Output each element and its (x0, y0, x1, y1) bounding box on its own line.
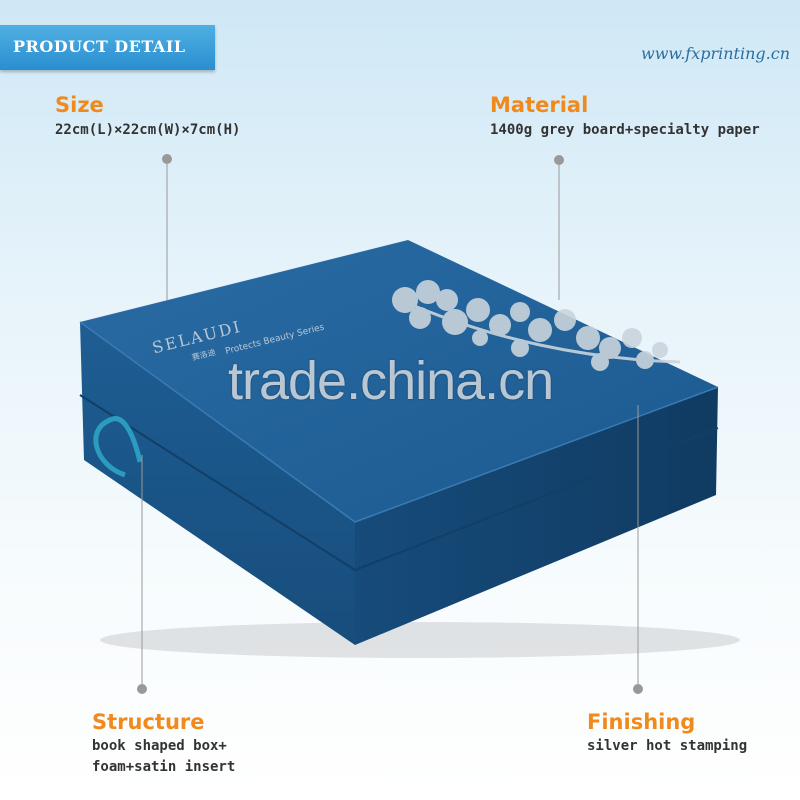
pointer-size (162, 154, 172, 300)
structure-title: Structure (92, 710, 205, 734)
material-title: Material (490, 93, 589, 117)
banner-label: PRODUCT DETAIL (13, 37, 186, 56)
structure-line-2: foam+satin insert (92, 759, 236, 775)
size-title: Size (55, 93, 104, 117)
finishing-value: silver hot stamping (587, 738, 748, 754)
pointer-material (554, 155, 564, 300)
satin-ribbon-icon (93, 416, 143, 478)
watermark: trade.china.cn (228, 351, 554, 411)
box-lid-top (80, 240, 718, 522)
website-url: www.fxprinting.cn (641, 44, 790, 63)
structure-value: book shaped box+ foam+satin insert (92, 736, 235, 778)
structure-line-1: book shaped box+ (92, 738, 227, 754)
lid-seam (79, 394, 719, 572)
box-front-right-face (355, 387, 718, 645)
box-shadow (100, 622, 740, 658)
pointer-finishing (633, 405, 643, 694)
size-value: 22cm(L)×22cm(W)×7cm(H) (55, 122, 241, 138)
pointer-structure (137, 455, 147, 694)
lid-edge (79, 321, 719, 523)
product-detail-banner: PRODUCT DETAIL (0, 25, 215, 70)
finishing-title: Finishing (587, 710, 696, 734)
material-value: 1400g grey board+specialty paper (490, 122, 760, 138)
silver-floral-stamp-icon (392, 280, 681, 371)
